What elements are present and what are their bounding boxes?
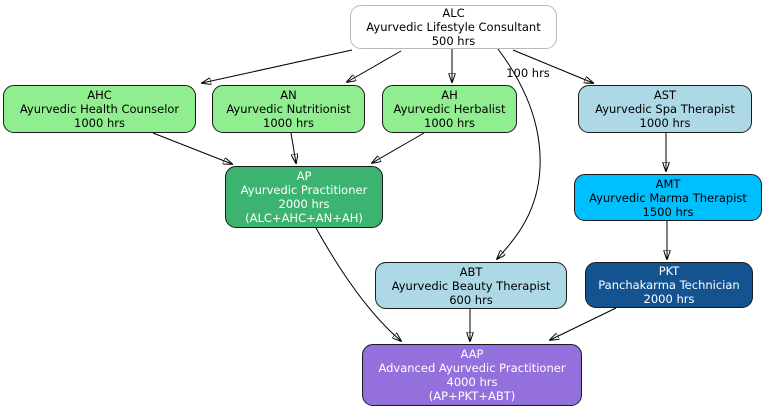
node-alc-hours: 500 hrs (431, 34, 476, 48)
node-aap-abbr: AAP (460, 347, 484, 361)
node-ap-name: Ayurvedic Practitioner (240, 183, 368, 197)
node-pkt-name: Panchakarma Technician (598, 278, 740, 292)
node-ah: AH Ayurvedic Herbalist 1000 hrs (382, 85, 517, 133)
node-an-abbr: AN (280, 88, 297, 102)
node-ahc-abbr: AHC (87, 88, 112, 102)
edge-alc-an (347, 50, 402, 82)
node-aap-formula: (AP+PKT+ABT) (428, 389, 516, 403)
node-ap: AP Ayurvedic Practitioner 2000 hrs (ALC+… (225, 166, 383, 228)
node-ast-abbr: AST (653, 88, 677, 102)
node-amt-abbr: AMT (655, 176, 681, 191)
node-ah-hours: 1000 hrs (424, 116, 475, 130)
node-an-name: Ayurvedic Nutritionist (226, 102, 351, 116)
node-aap-name: Advanced Ayurvedic Practitioner (378, 361, 566, 375)
node-alc-name: Ayurvedic Lifestyle Consultant (366, 20, 541, 34)
node-abt-name: Ayurvedic Beauty Therapist (391, 278, 551, 293)
node-aap-hours: 4000 hrs (446, 375, 498, 389)
edge-ahc-ap (152, 132, 232, 164)
node-ah-abbr: AH (441, 88, 458, 102)
node-pkt-abbr: PKT (658, 264, 680, 278)
node-amt: AMT Ayurvedic Marma Therapist 1500 hrs (574, 174, 762, 221)
node-ast-hours: 1000 hrs (639, 116, 691, 130)
edge-an-ap (290, 132, 296, 163)
node-abt-abbr: ABT (459, 264, 483, 279)
node-ap-abbr: AP (296, 169, 312, 183)
node-ahc-name: Ayurvedic Health Counselor (19, 102, 180, 116)
node-amt-hours: 1500 hrs (642, 204, 694, 219)
node-pkt-hours: 2000 hrs (643, 292, 695, 306)
edge-pkt-aap (550, 307, 617, 340)
node-ast-name: Ayurvedic Spa Therapist (595, 102, 735, 116)
node-alc: ALC Ayurvedic Lifestyle Consultant 500 h… (350, 5, 557, 49)
node-abt-hours: 600 hrs (449, 292, 493, 307)
node-alc-abbr: ALC (442, 6, 465, 20)
node-ahc-hours: 1000 hrs (74, 116, 125, 130)
node-ap-formula: (ALC+AHC+AN+AH) (245, 211, 363, 225)
node-aap: AAP Advanced Ayurvedic Practitioner 4000… (362, 344, 582, 406)
node-an-hours: 1000 hrs (263, 116, 314, 130)
node-ahc: AHC Ayurvedic Health Counselor 1000 hrs (3, 85, 196, 133)
node-pkt: PKT Panchakarma Technician 2000 hrs (585, 262, 753, 308)
edge-ah-ap (372, 132, 425, 163)
edge-alc-ahc (202, 49, 353, 83)
node-amt-name: Ayurvedic Marma Therapist (589, 190, 747, 205)
node-an: AN Ayurvedic Nutritionist 1000 hrs (212, 85, 365, 133)
node-ap-hours: 2000 hrs (278, 197, 330, 211)
edge-alc-abt (497, 48, 541, 259)
node-abt: ABT Ayurvedic Beauty Therapist 600 hrs (375, 262, 567, 309)
node-ah-name: Ayurvedic Herbalist (393, 102, 506, 116)
node-ast: AST Ayurvedic Spa Therapist 1000 hrs (578, 85, 752, 133)
edge-label-100hrs: 100 hrs (506, 66, 550, 80)
